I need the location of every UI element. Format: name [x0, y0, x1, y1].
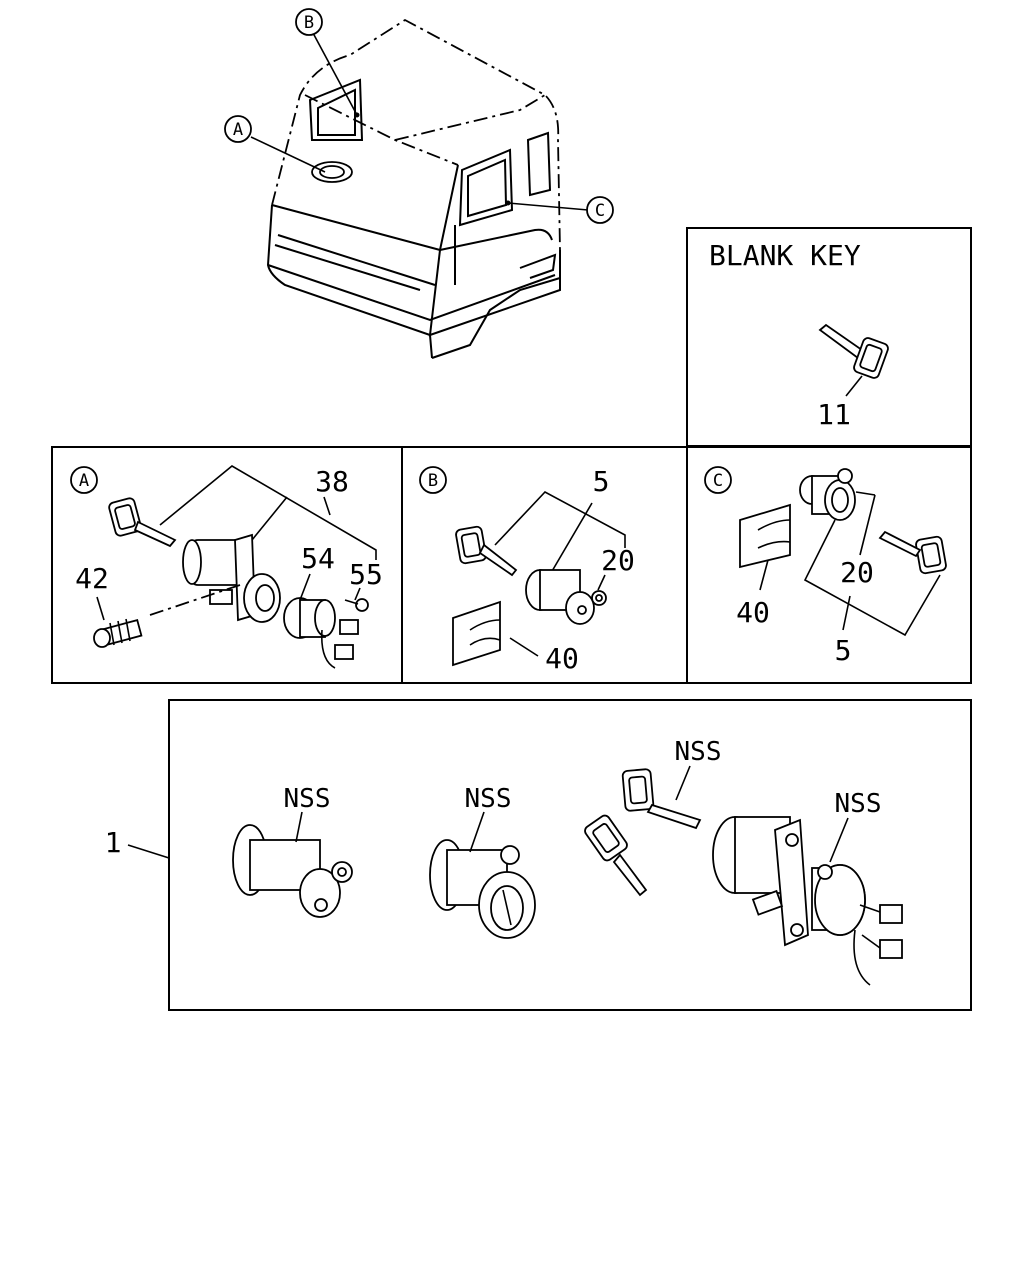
- panel-a-part-38: 38: [315, 465, 349, 498]
- kit-keys-icon: [584, 768, 702, 897]
- callout-b: B: [295, 8, 323, 36]
- screw-icon: [344, 598, 369, 612]
- door-key-icon: [878, 530, 947, 575]
- panel-b-letter: B: [428, 471, 438, 491]
- kit-ignition-switch-icon: [712, 816, 903, 986]
- door-lock-cylinder-icon: [525, 569, 595, 625]
- kit-nss-label-4: NSS: [835, 789, 882, 819]
- bolt-icon: [93, 618, 143, 648]
- door-key-icon: [455, 525, 518, 577]
- panel-a-part-55: 55: [349, 558, 383, 591]
- lock-clip-icon: [452, 600, 501, 667]
- retainer-clip-icon: [591, 590, 607, 606]
- panel-a-part-42: 42: [75, 562, 109, 595]
- ignition-switch-body: [182, 533, 281, 623]
- lock-kit-panel: 1 NSS NSS: [105, 699, 972, 1011]
- kit-part-number: 1: [105, 826, 122, 859]
- blank-key-icon: [818, 323, 889, 379]
- panel-b-part-20: 20: [601, 544, 635, 577]
- ignition-key-icon: [108, 497, 177, 548]
- panel-c-part-5: 5: [835, 634, 852, 667]
- panel-a: A 42: [51, 446, 403, 684]
- panel-a-part-54: 54: [301, 542, 335, 575]
- panel-b: B 20 40 5: [401, 446, 688, 684]
- svg-text:C: C: [595, 201, 605, 221]
- callout-a: A: [224, 115, 252, 143]
- svg-text:A: A: [233, 120, 243, 140]
- kit-nss-label-1: NSS: [284, 784, 331, 814]
- blank-key-title: BLANK KEY: [709, 239, 861, 272]
- kit-door-cylinder-icon: [232, 824, 353, 918]
- kit-nss-label-2: NSS: [465, 784, 512, 814]
- switch-connector-icon: [283, 597, 359, 669]
- panel-c-part-40: 40: [736, 596, 770, 629]
- kit-lock-cylinder-icon: [429, 839, 536, 939]
- panel-c-letter: C: [713, 471, 723, 491]
- lock-clip-icon: [739, 503, 791, 569]
- panel-a-letter: A: [79, 471, 89, 491]
- blank-key-part-number: 11: [817, 398, 851, 431]
- svg-text:B: B: [304, 13, 314, 33]
- kit-nss-label-3: NSS: [675, 737, 722, 767]
- panel-b-part-40: 40: [545, 642, 579, 675]
- callout-c: C: [586, 196, 614, 224]
- panel-c: C 40 20 5: [686, 446, 972, 684]
- door-lock-cylinder-icon: [799, 468, 856, 521]
- panel-c-part-20: 20: [840, 556, 874, 589]
- truck-cab-drawing: [250, 18, 589, 359]
- blank-key-panel: BLANK KEY 11: [686, 227, 972, 447]
- panel-b-part-5: 5: [593, 465, 610, 498]
